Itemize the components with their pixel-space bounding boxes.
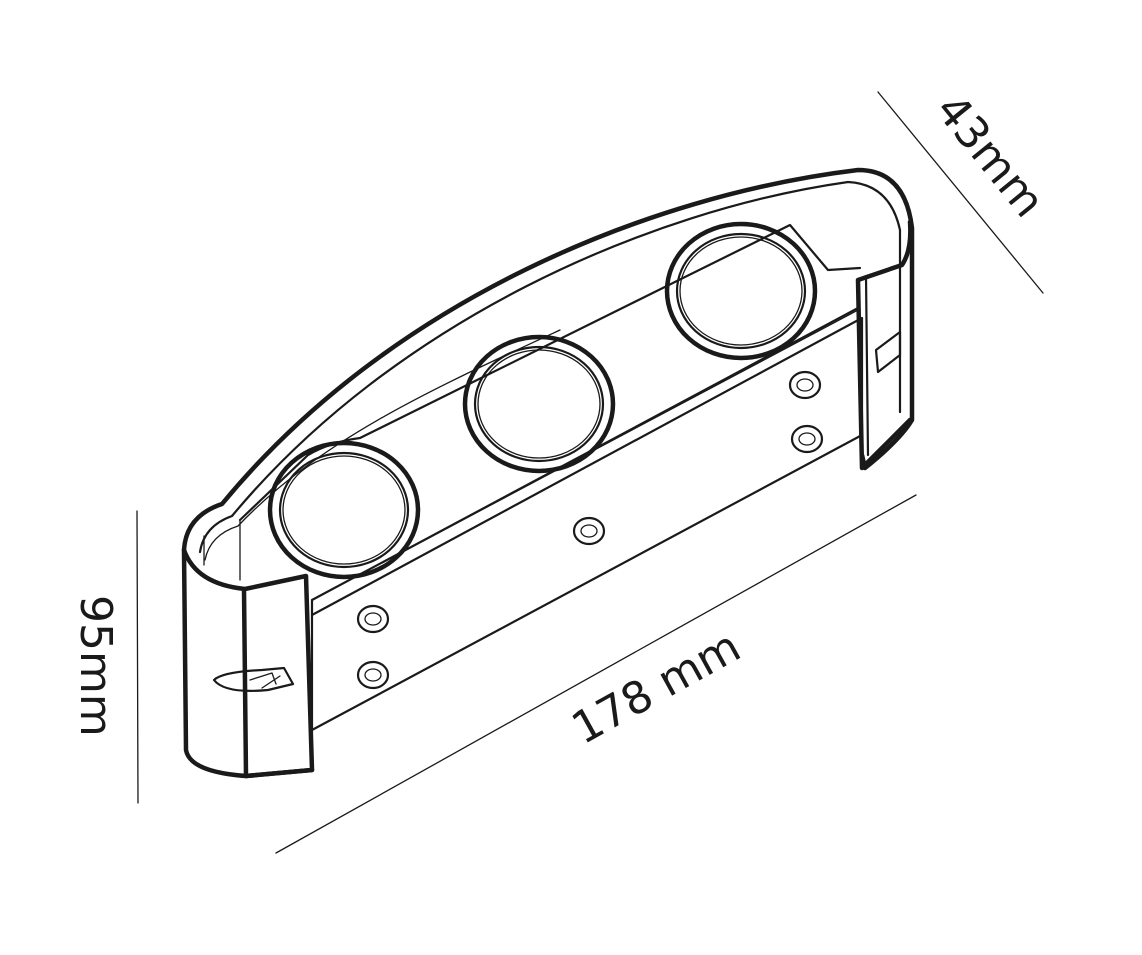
screws — [356, 370, 824, 690]
lens-2 — [462, 334, 616, 474]
screw — [356, 604, 390, 634]
screw — [788, 370, 822, 400]
left-bracket-outline — [181, 547, 315, 779]
right-end-bracket — [855, 219, 913, 471]
tray-outline — [238, 223, 862, 522]
height-dimension-line — [136, 510, 139, 804]
screw — [572, 516, 606, 546]
left-clip-detail — [249, 672, 281, 689]
fixture-body — [181, 167, 915, 779]
length-dimension-line — [275, 494, 917, 854]
right-clip — [874, 330, 902, 374]
depth-dimension-line — [877, 91, 1044, 294]
right-bracket-outline — [855, 219, 913, 471]
inner-rim — [198, 180, 902, 554]
left-end-bracket — [181, 547, 315, 779]
left-bracket-fold — [242, 588, 248, 778]
dimension-lines — [136, 91, 1044, 854]
left-clip — [212, 666, 295, 692]
lens-3 — [664, 221, 818, 361]
screw — [356, 660, 390, 690]
depth-label: 43mm — [925, 85, 1054, 227]
front-panel — [310, 316, 864, 732]
height-label: 95mm — [70, 595, 121, 737]
screw — [790, 424, 824, 454]
right-bracket-inner — [864, 274, 870, 457]
lens-1 — [267, 440, 421, 580]
